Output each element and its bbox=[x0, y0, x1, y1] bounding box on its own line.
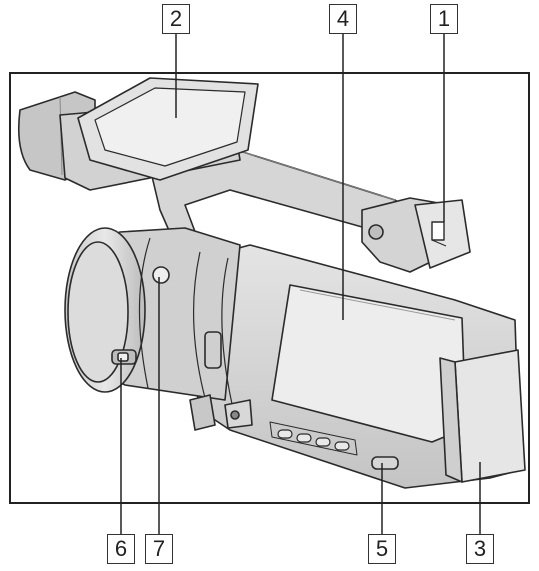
bottom-button-row bbox=[269, 421, 358, 456]
diagram-frame bbox=[9, 72, 530, 504]
small-control bbox=[371, 456, 399, 470]
leader-lines bbox=[120, 34, 481, 534]
callout-3: 3 bbox=[466, 534, 494, 564]
lens-barrel bbox=[64, 227, 241, 405]
callout-4: 4 bbox=[329, 4, 357, 34]
callout-1: 1 bbox=[430, 4, 458, 34]
lens-button bbox=[152, 266, 170, 284]
microphone-holder bbox=[361, 197, 471, 273]
callout-5: 5 bbox=[368, 534, 396, 564]
body-side-switch bbox=[204, 331, 222, 369]
camcorder-body bbox=[17, 77, 526, 489]
lens-switch bbox=[111, 349, 137, 365]
callout-7: 7 bbox=[145, 534, 173, 564]
callout-6: 6 bbox=[107, 534, 135, 564]
callout-2: 2 bbox=[162, 4, 190, 34]
battery bbox=[454, 349, 526, 483]
